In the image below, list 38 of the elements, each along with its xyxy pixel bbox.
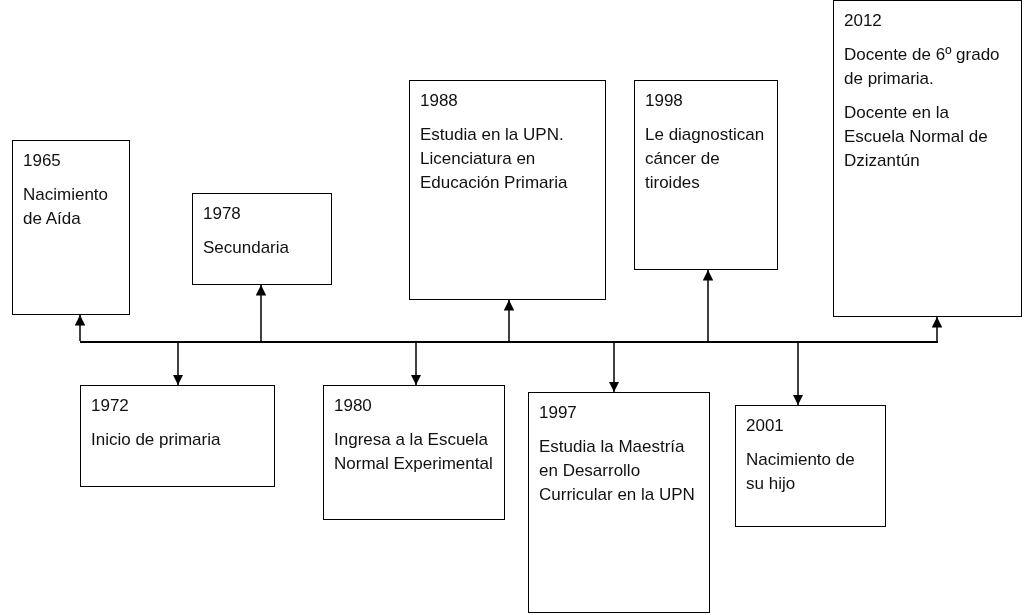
- event-description: Inicio de primaria: [91, 429, 222, 451]
- arrow: [702, 269, 714, 342]
- event-description: Ingresa a la Escuela Normal Experimental: [334, 429, 494, 475]
- arrow: [410, 342, 422, 386]
- event-description: Estudia en la UPN. Licenciatura en Educación Primaria: [420, 124, 569, 194]
- arrow: [74, 314, 86, 342]
- event-year: 1997: [539, 402, 578, 424]
- event-year: 1998: [645, 90, 684, 112]
- event-description: Le diagnostican cáncer de tiroides: [645, 124, 766, 194]
- event-year: 1972: [91, 395, 130, 417]
- event-description: Nacimiento de Aída: [23, 184, 110, 230]
- event-box: [735, 405, 886, 527]
- event-description: Estudia la Maestría en Desarrollo Curricular en la UPN: [539, 436, 696, 506]
- event-description: Nacimiento de su hijo: [746, 449, 856, 495]
- arrow: [608, 342, 620, 393]
- event-year: 1980: [334, 395, 373, 417]
- event-box: [528, 392, 710, 613]
- arrow: [255, 284, 267, 342]
- event-year: 2012: [844, 10, 883, 32]
- event-box: [409, 80, 606, 300]
- event-year: 1965: [23, 150, 62, 172]
- event-box: [323, 385, 505, 520]
- event-box: [80, 385, 275, 487]
- event-box: [833, 0, 1022, 317]
- event-description: Docente en la Escuela Normal de Dzizantún: [844, 102, 989, 172]
- event-box: [12, 140, 130, 315]
- event-box: [634, 80, 778, 270]
- timeline-bar: [80, 341, 938, 343]
- event-year: 1988: [420, 90, 459, 112]
- event-year: 1978: [203, 203, 242, 225]
- event-box: [192, 193, 332, 285]
- event-year: 2001: [746, 415, 785, 437]
- arrow: [503, 299, 515, 342]
- arrow: [931, 316, 943, 342]
- arrow: [172, 342, 184, 386]
- event-description: Secundaria: [203, 237, 290, 259]
- arrow: [792, 342, 804, 406]
- event-description: Docente de 6º grado de primaria.: [844, 44, 1001, 90]
